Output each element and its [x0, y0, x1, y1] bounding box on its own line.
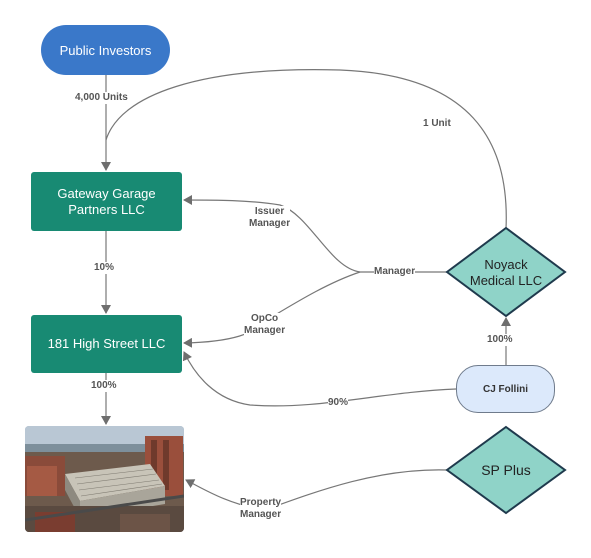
high-street-label: 181 High Street LLC [47, 336, 166, 351]
gateway-garage-node: Gateway Garage Partners LLC [31, 172, 182, 231]
edge-follini-to-highstreet [182, 351, 457, 407]
label-4000-units: 4,000 Units [75, 92, 128, 104]
noyack-label-line2: Medical LLC [469, 273, 543, 288]
label-100-pct-noyack: 100% [487, 334, 513, 346]
property-line2: Manager [240, 509, 282, 520]
spplus-label: SP Plus [481, 462, 531, 478]
label-1-unit: 1 Unit [423, 118, 451, 130]
issuer-line1: Issuer [254, 206, 285, 217]
cj-follini-node: CJ Follini [456, 365, 555, 413]
label-manager: Manager [374, 266, 416, 278]
public-investors-label: Public Investors [59, 42, 152, 58]
noyack-diamond [445, 226, 567, 318]
label-10-pct: 10% [94, 262, 115, 274]
edge-noyack-to-gateway-unit [105, 69, 507, 230]
edge-issuer-manager [183, 195, 447, 273]
opco-line2: Manager [244, 325, 286, 336]
edge-spplus-to-property [185, 469, 448, 511]
label-property-manager: Property Manager [240, 497, 282, 521]
label-issuer-manager: Issuer Manager [249, 206, 291, 230]
public-investors-node: Public Investors [41, 25, 170, 75]
noyack-label-line1: Noyack [484, 257, 528, 272]
high-street-node: 181 High Street LLC [31, 315, 182, 373]
spplus-diamond [445, 425, 567, 515]
noyack-label: Noyack Medical LLC [462, 257, 550, 289]
gateway-label-line1: Gateway Garage [57, 185, 156, 201]
label-90-pct: 90% [328, 397, 349, 409]
label-opco-manager: OpCo Manager [244, 313, 286, 337]
cj-follini-label: CJ Follini [483, 383, 528, 395]
property-line1: Property [240, 497, 282, 508]
parking-garage-aerial-photo [25, 426, 184, 532]
label-100-pct-property: 100% [91, 380, 117, 392]
gateway-label-line2: Partners LLC [68, 201, 145, 217]
opco-line1: OpCo [250, 313, 279, 324]
issuer-line2: Manager [249, 218, 291, 229]
